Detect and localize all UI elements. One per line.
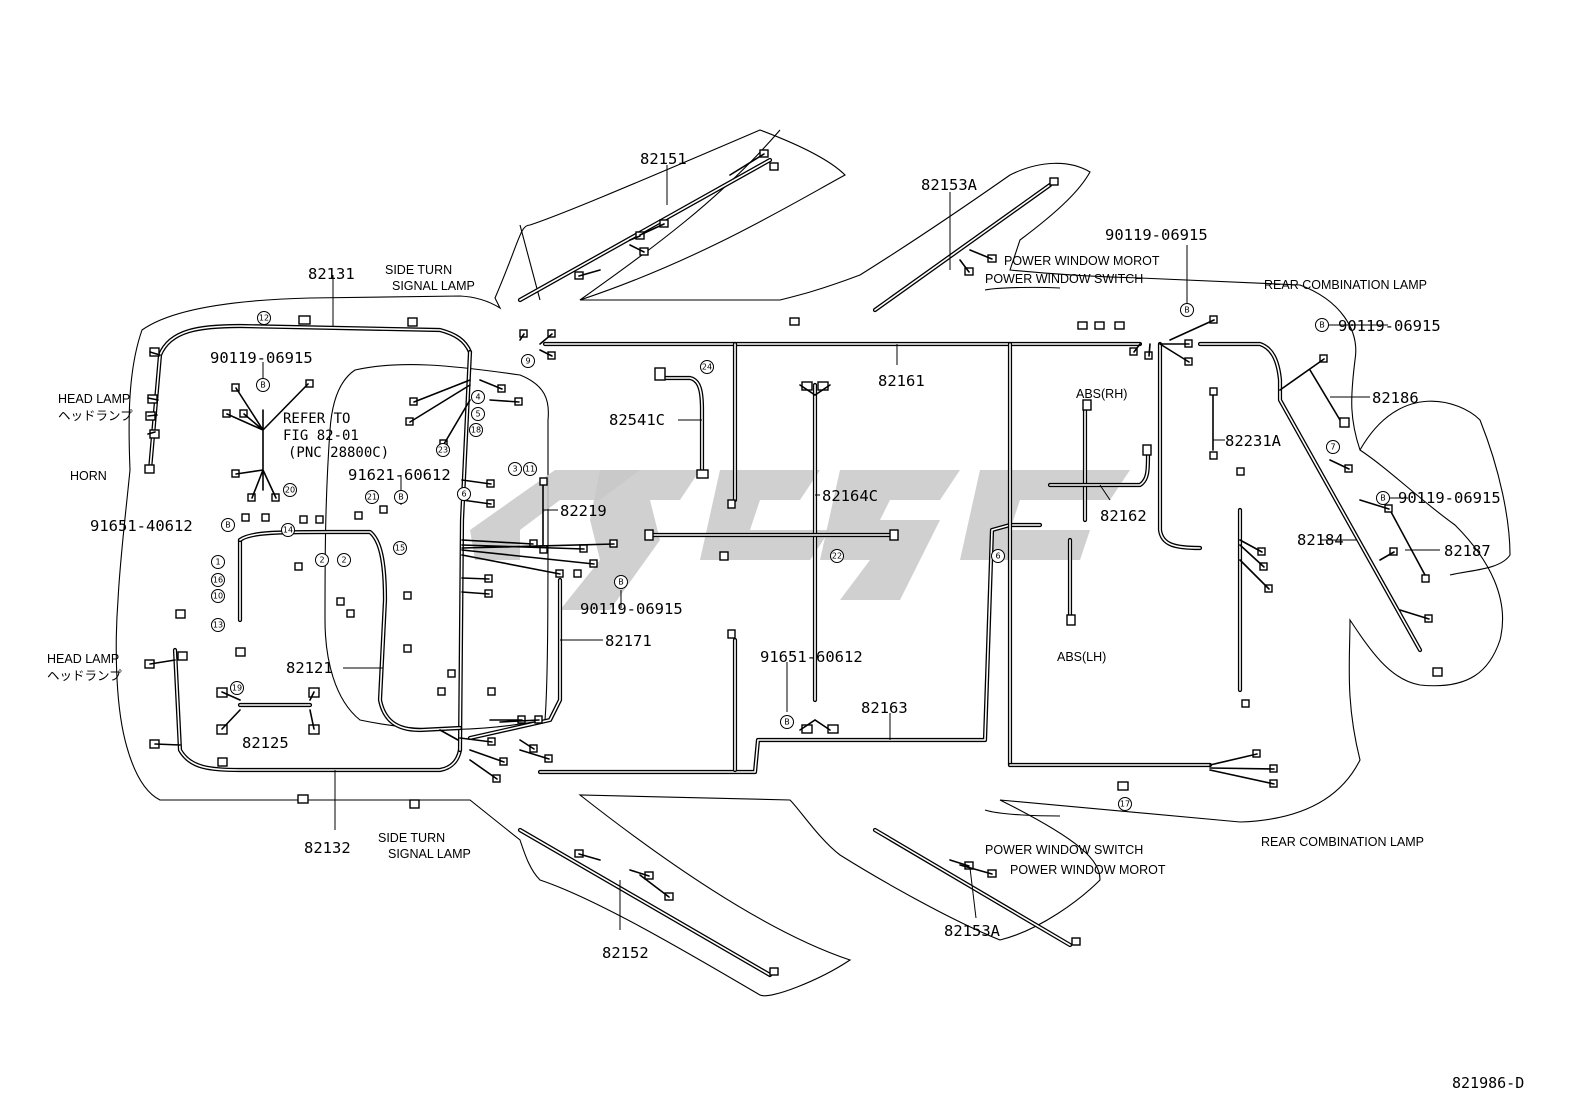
label-90119-06915-rear: 90119-06915 [1398, 489, 1501, 507]
label-90119-06915-right: 90119-06915 [1338, 317, 1441, 335]
svg-text:B: B [1319, 321, 1325, 330]
label-82153a-top: 82153A [921, 176, 978, 194]
note-pw-motor-bottom: POWER WINDOW MOROT [1010, 863, 1166, 877]
note-pw-motor-top: POWER WINDOW MOROT [1004, 254, 1160, 268]
note-side-turn-top-1: SIDE TURN [385, 263, 452, 277]
note-side-turn-bottom-1: SIDE TURN [378, 831, 445, 845]
note-abs-lh: ABS(LH) [1057, 650, 1106, 664]
svg-text:15: 15 [395, 544, 405, 553]
label-82125: 82125 [242, 734, 289, 752]
label-82152: 82152 [602, 944, 649, 962]
note-pw-switch-bottom: POWER WINDOW SWITCH [985, 843, 1143, 857]
svg-text:5: 5 [475, 410, 480, 419]
svg-text:B: B [1184, 306, 1190, 315]
svg-text:18: 18 [471, 426, 481, 435]
svg-text:3: 3 [512, 465, 517, 474]
label-82187: 82187 [1444, 542, 1491, 560]
label-82132: 82132 [304, 839, 351, 857]
figure-id: 821986-D [1452, 1074, 1524, 1092]
label-82541c: 82541C [609, 411, 665, 429]
numbered-markers: 12 1 16 10 13 14 2 2 21 15 20 19 4 5 18 … [211, 311, 1340, 811]
note-rear-combo-bottom: REAR COMBINATION LAMP [1261, 835, 1424, 849]
label-91651-40612: 91651-40612 [90, 517, 193, 535]
part-number-labels: 82151 82131 82153A 82161 82541C 82164C 8… [90, 150, 1501, 962]
svg-text:4: 4 [475, 393, 480, 402]
note-head-lamp-top-jp: ヘッドランプ [58, 409, 133, 423]
note-side-turn-top-2: SIGNAL LAMP [392, 279, 475, 293]
vehicle-body-outline [115, 129, 1511, 997]
svg-text:14: 14 [283, 526, 293, 535]
label-82231a: 82231A [1225, 432, 1282, 450]
svg-text:7: 7 [1330, 443, 1335, 452]
svg-text:20: 20 [285, 486, 295, 495]
svg-text:10: 10 [213, 592, 223, 601]
label-82219: 82219 [560, 502, 607, 520]
note-side-turn-bottom-2: SIGNAL LAMP [388, 847, 471, 861]
svg-text:13: 13 [213, 621, 223, 630]
note-head-lamp-bottom-jp: ヘッドランプ [47, 669, 122, 683]
label-82186: 82186 [1372, 389, 1419, 407]
label-82161: 82161 [878, 372, 925, 390]
svg-text:B: B [618, 578, 624, 587]
label-82164c: 82164C [822, 487, 878, 505]
svg-text:16: 16 [213, 576, 223, 585]
svg-text:21: 21 [367, 493, 377, 502]
label-82163: 82163 [861, 699, 908, 717]
svg-text:6: 6 [995, 552, 1000, 561]
svg-text:B: B [398, 493, 404, 502]
note-refer-2: FIG 82-01 [283, 428, 359, 444]
note-rear-combo-top: REAR COMBINATION LAMP [1264, 278, 1427, 292]
svg-text:9: 9 [525, 357, 530, 366]
svg-text:2: 2 [341, 556, 346, 565]
svg-text:B: B [1380, 494, 1386, 503]
svg-text:17: 17 [1120, 800, 1130, 809]
svg-text:23: 23 [438, 446, 448, 455]
svg-text:B: B [784, 718, 790, 727]
svg-text:24: 24 [702, 363, 712, 372]
label-82121: 82121 [286, 659, 333, 677]
main-harness-routes [147, 157, 1426, 978]
note-pw-switch-top: POWER WINDOW SWITCH [985, 272, 1143, 286]
note-head-lamp-top: HEAD LAMP [58, 392, 130, 406]
label-90119-06915-front: 90119-06915 [210, 349, 313, 367]
label-82184: 82184 [1297, 531, 1344, 549]
watermark [470, 470, 1130, 610]
descriptive-notes: SIDE TURN SIGNAL LAMP SIDE TURN SIGNAL L… [47, 254, 1427, 877]
svg-text:B: B [225, 521, 231, 530]
note-horn: HORN [70, 469, 107, 483]
svg-text:11: 11 [525, 465, 535, 474]
svg-text:12: 12 [259, 314, 269, 323]
label-82171: 82171 [605, 632, 652, 650]
leader-lines [228, 165, 1440, 930]
note-head-lamp-bottom: HEAD LAMP [47, 652, 119, 666]
label-91621-60612: 91621-60612 [348, 466, 451, 484]
note-refer-3: (PNC 28800C) [288, 445, 389, 461]
label-82151: 82151 [640, 150, 687, 168]
svg-text:2: 2 [319, 556, 324, 565]
label-90119-06915-top: 90119-06915 [1105, 226, 1208, 244]
label-82131: 82131 [308, 265, 355, 283]
branch-lines [147, 153, 1430, 898]
label-90119-06915-center: 90119-06915 [580, 600, 683, 618]
label-82153a-bottom: 82153A [944, 922, 1001, 940]
note-refer-1: REFER TO [283, 411, 350, 427]
label-82162: 82162 [1100, 507, 1147, 525]
svg-text:1: 1 [215, 558, 220, 567]
svg-text:6: 6 [461, 490, 466, 499]
bolt-markers: B B B B B B B B [221, 303, 1390, 729]
svg-text:22: 22 [832, 552, 842, 561]
label-91651-60612: 91651-60612 [760, 648, 863, 666]
note-abs-rh: ABS(RH) [1076, 387, 1127, 401]
svg-text:B: B [260, 381, 266, 390]
svg-text:19: 19 [232, 684, 242, 693]
